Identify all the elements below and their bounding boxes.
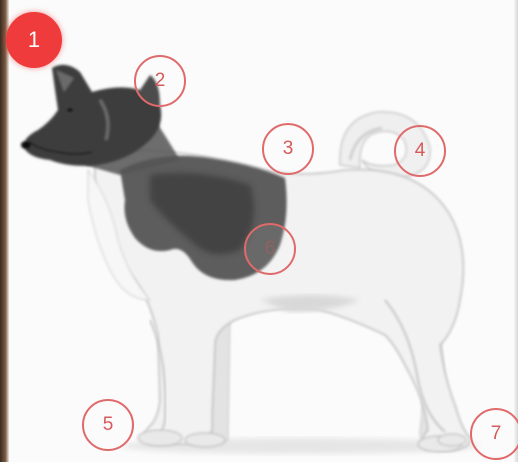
marker-4[interactable]: 4 xyxy=(394,125,446,177)
marker-1[interactable]: 1 xyxy=(6,12,62,68)
marker-6[interactable]: 6 xyxy=(244,223,296,275)
marker-3[interactable]: 3 xyxy=(262,123,314,175)
marker-5[interactable]: 5 xyxy=(82,399,134,451)
marker-7[interactable]: 7 xyxy=(470,408,518,460)
marker-2[interactable]: 2 xyxy=(134,55,186,107)
